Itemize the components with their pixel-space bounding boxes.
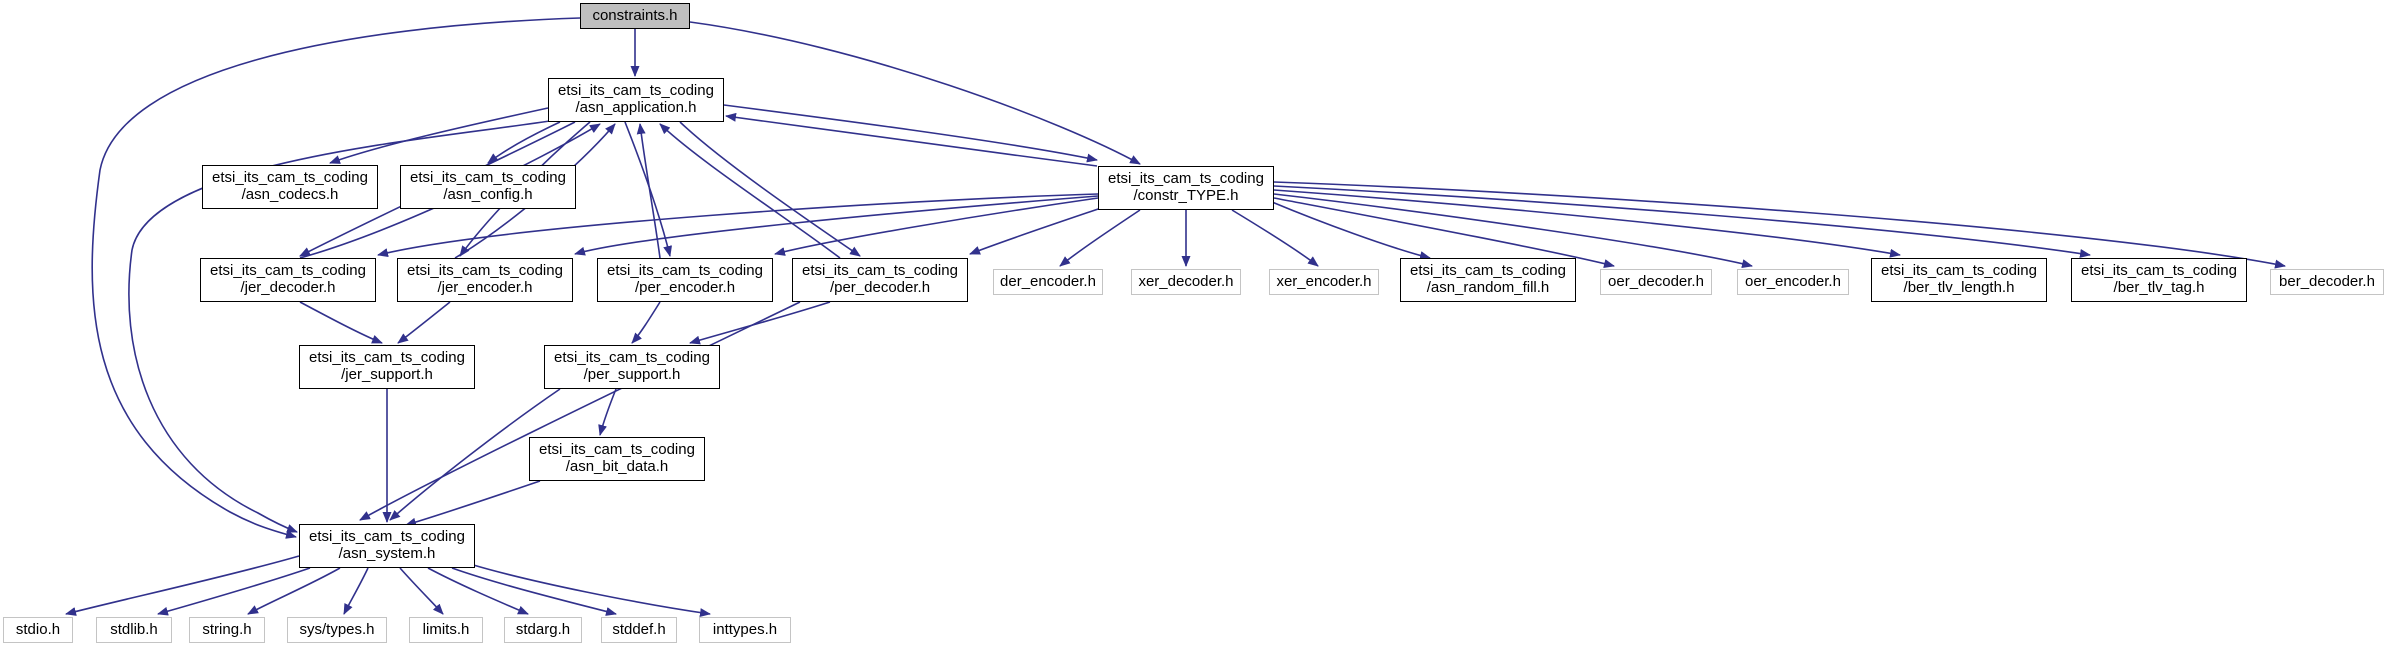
node-label-constraints: constraints.h bbox=[592, 6, 678, 24]
edge-asn_application-to-asn_codecs bbox=[329, 107, 549, 164]
edge-constr_TYPE-to-ber_tlv_length bbox=[1273, 189, 1901, 258]
edge-asn_system-to-stdlib bbox=[157, 567, 311, 616]
edge-asn_application-to-per_decoder bbox=[679, 121, 861, 257]
node-xer_decoder[interactable]: xer_decoder.h bbox=[1131, 269, 1241, 295]
edge-per_encoder-to-asn_application bbox=[636, 123, 661, 259]
node-asn_random_fill[interactable]: etsi_its_cam_ts_coding /asn_random_fill.… bbox=[1400, 258, 1576, 302]
node-stdarg[interactable]: stdarg.h bbox=[504, 617, 582, 643]
node-label-stdio: stdio.h bbox=[15, 620, 61, 638]
edge-constr_TYPE-to-ber_tlv_tag bbox=[1273, 185, 2091, 258]
node-label-limits: limits.h bbox=[422, 620, 470, 638]
edge-asn_system-to-string bbox=[247, 567, 341, 615]
node-der_encoder[interactable]: der_encoder.h bbox=[993, 269, 1103, 295]
edge-asn_application-to-asn_config bbox=[487, 121, 561, 164]
node-label-per_encoder: etsi_its_cam_ts_coding /per_encoder.h bbox=[607, 262, 763, 296]
edge-constr_TYPE-to-per_decoder bbox=[969, 204, 1111, 255]
node-label-inttypes: inttypes.h bbox=[712, 620, 778, 638]
node-label-ber_tlv_length: etsi_its_cam_ts_coding /ber_tlv_length.h bbox=[1881, 262, 2037, 296]
node-asn_bit_data[interactable]: etsi_its_cam_ts_coding /asn_bit_data.h bbox=[529, 437, 705, 481]
edge-constr_TYPE-to-jer_encoder bbox=[574, 195, 1099, 256]
node-ber_tlv_length[interactable]: etsi_its_cam_ts_coding /ber_tlv_length.h bbox=[1871, 258, 2047, 302]
edge-per_decoder-to-asn_application bbox=[659, 123, 841, 259]
edge-constr_TYPE-to-asn_random_fill bbox=[1271, 201, 1431, 260]
node-asn_system[interactable]: etsi_its_cam_ts_coding /asn_system.h bbox=[299, 524, 475, 568]
edge-asn_system-to-limits bbox=[399, 567, 444, 615]
node-stdio[interactable]: stdio.h bbox=[3, 617, 73, 643]
node-label-oer_encoder: oer_encoder.h bbox=[1745, 272, 1841, 290]
node-label-xer_decoder: xer_decoder.h bbox=[1138, 272, 1234, 290]
edge-per_decoder-to-asn_system bbox=[359, 301, 801, 521]
edge-per_support-to-asn_system bbox=[389, 388, 561, 521]
edge-constr_TYPE-to-ber_decoder bbox=[1273, 181, 2286, 269]
node-sys_types[interactable]: sys/types.h bbox=[287, 617, 387, 643]
edge-asn_system-to-inttypes bbox=[469, 563, 711, 618]
edge-asn_application-to-asn_system bbox=[128, 119, 557, 533]
node-jer_decoder[interactable]: etsi_its_cam_ts_coding /jer_decoder.h bbox=[200, 258, 376, 302]
node-inttypes[interactable]: inttypes.h bbox=[699, 617, 791, 643]
node-label-ber_tlv_tag: etsi_its_cam_ts_coding /ber_tlv_tag.h bbox=[2081, 262, 2237, 296]
node-stddef[interactable]: stddef.h bbox=[601, 617, 677, 643]
edge-asn_system-to-stddef bbox=[451, 567, 617, 616]
edge-constr_TYPE-to-jer_decoder bbox=[377, 193, 1099, 257]
node-label-constr_TYPE: etsi_its_cam_ts_coding /constr_TYPE.h bbox=[1108, 170, 1264, 204]
edge-jer_encoder-to-jer_support bbox=[397, 301, 451, 344]
node-label-per_decoder: etsi_its_cam_ts_coding /per_decoder.h bbox=[802, 262, 958, 296]
edge-constraints-to-asn_system bbox=[91, 17, 581, 539]
node-label-jer_encoder: etsi_its_cam_ts_coding /jer_encoder.h bbox=[407, 262, 563, 296]
node-asn_application[interactable]: etsi_its_cam_ts_coding /asn_application.… bbox=[548, 78, 724, 122]
node-ber_tlv_tag[interactable]: etsi_its_cam_ts_coding /ber_tlv_tag.h bbox=[2071, 258, 2247, 302]
node-limits[interactable]: limits.h bbox=[409, 617, 483, 643]
node-string[interactable]: string.h bbox=[189, 617, 265, 643]
node-label-asn_codecs: etsi_its_cam_ts_coding /asn_codecs.h bbox=[212, 169, 368, 203]
node-oer_encoder[interactable]: oer_encoder.h bbox=[1737, 269, 1849, 295]
node-asn_config[interactable]: etsi_its_cam_ts_coding /asn_config.h bbox=[400, 165, 576, 209]
node-jer_encoder[interactable]: etsi_its_cam_ts_coding /jer_encoder.h bbox=[397, 258, 573, 302]
node-label-jer_decoder: etsi_its_cam_ts_coding /jer_decoder.h bbox=[210, 262, 366, 296]
node-per_decoder[interactable]: etsi_its_cam_ts_coding /per_decoder.h bbox=[792, 258, 968, 302]
node-label-asn_config: etsi_its_cam_ts_coding /asn_config.h bbox=[410, 169, 566, 203]
node-label-asn_random_fill: etsi_its_cam_ts_coding /asn_random_fill.… bbox=[1410, 262, 1566, 296]
edge-asn_system-to-stdio bbox=[65, 555, 300, 616]
edge-constr_TYPE-to-asn_application bbox=[725, 112, 1098, 167]
edge-constraints-to-constr_TYPE bbox=[689, 21, 1141, 165]
node-constr_TYPE[interactable]: etsi_its_cam_ts_coding /constr_TYPE.h bbox=[1098, 166, 1274, 210]
node-xer_encoder[interactable]: xer_encoder.h bbox=[1269, 269, 1379, 295]
node-label-asn_system: etsi_its_cam_ts_coding /asn_system.h bbox=[309, 528, 465, 562]
node-label-jer_support: etsi_its_cam_ts_coding /jer_support.h bbox=[309, 349, 465, 383]
node-ber_decoder[interactable]: ber_decoder.h bbox=[2270, 269, 2384, 295]
edge-constr_TYPE-to-oer_encoder bbox=[1273, 193, 1753, 269]
edge-per_encoder-to-per_support bbox=[631, 301, 661, 344]
edge-asn_system-to-stdarg bbox=[427, 567, 529, 615]
node-per_encoder[interactable]: etsi_its_cam_ts_coding /per_encoder.h bbox=[597, 258, 773, 302]
node-label-stdarg: stdarg.h bbox=[515, 620, 571, 638]
node-constraints[interactable]: constraints.h bbox=[580, 3, 690, 29]
node-asn_codecs[interactable]: etsi_its_cam_ts_coding /asn_codecs.h bbox=[202, 165, 378, 209]
edge-constr_TYPE-to-xer_encoder bbox=[1231, 209, 1319, 267]
edge-constr_TYPE-to-der_encoder bbox=[1059, 209, 1141, 267]
node-label-stdlib: stdlib.h bbox=[110, 620, 158, 638]
edge-asn_application-to-per_encoder bbox=[624, 121, 673, 257]
node-label-per_support: etsi_its_cam_ts_coding /per_support.h bbox=[554, 349, 710, 383]
edge-constr_TYPE-to-oer_decoder bbox=[1273, 197, 1615, 268]
node-label-xer_encoder: xer_encoder.h bbox=[1276, 272, 1372, 290]
edge-per_decoder-to-per_support bbox=[689, 301, 831, 345]
node-oer_decoder[interactable]: oer_decoder.h bbox=[1600, 269, 1712, 295]
edge-jer_decoder-to-jer_support bbox=[299, 301, 383, 344]
node-per_support[interactable]: etsi_its_cam_ts_coding /per_support.h bbox=[544, 345, 720, 389]
node-label-ber_decoder: ber_decoder.h bbox=[2279, 272, 2375, 290]
node-jer_support[interactable]: etsi_its_cam_ts_coding /jer_support.h bbox=[299, 345, 475, 389]
edge-asn_application-to-constr_TYPE bbox=[723, 104, 1098, 163]
edge-asn_system-to-sys_types bbox=[343, 567, 369, 615]
node-stdlib[interactable]: stdlib.h bbox=[96, 617, 172, 643]
node-label-asn_bit_data: etsi_its_cam_ts_coding /asn_bit_data.h bbox=[539, 441, 695, 475]
node-label-string: string.h bbox=[202, 620, 252, 638]
node-label-sys_types: sys/types.h bbox=[299, 620, 375, 638]
node-label-stddef: stddef.h bbox=[612, 620, 666, 638]
node-label-asn_application: etsi_its_cam_ts_coding /asn_application.… bbox=[558, 82, 714, 116]
edge-per_support-to-asn_bit_data bbox=[598, 388, 617, 436]
edge-asn_bit_data-to-asn_system bbox=[405, 480, 541, 527]
edge-constr_TYPE-to-per_encoder bbox=[774, 197, 1099, 256]
node-label-oer_decoder: oer_decoder.h bbox=[1608, 272, 1704, 290]
node-label-der_encoder: der_encoder.h bbox=[1000, 272, 1096, 290]
